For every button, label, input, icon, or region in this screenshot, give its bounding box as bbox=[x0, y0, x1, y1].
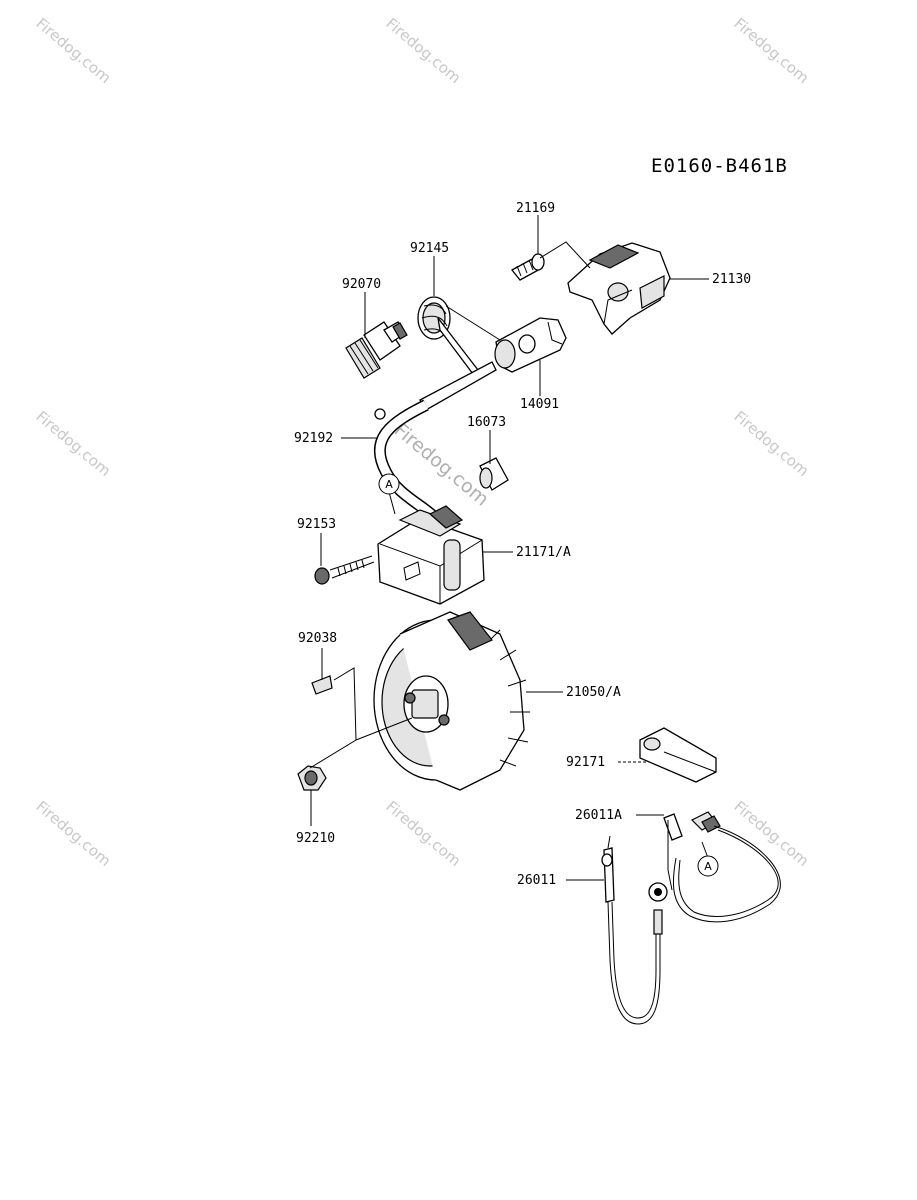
watermark: Firedog.com bbox=[730, 14, 812, 87]
part-label: 21171/A bbox=[516, 545, 571, 560]
part-label: 92171 bbox=[566, 755, 605, 770]
part-26011A-lead bbox=[663, 811, 781, 923]
part-label: 92153 bbox=[297, 517, 336, 532]
part-92210-nut bbox=[297, 765, 327, 791]
part-14091-boot bbox=[494, 317, 567, 373]
watermark: Firedog.com bbox=[32, 407, 114, 480]
part-21171A-coil bbox=[377, 505, 485, 605]
callout-letter: A bbox=[704, 860, 712, 873]
part-label: 26011A bbox=[575, 808, 622, 823]
part-label: 21169 bbox=[516, 201, 555, 216]
part-label: 21130 bbox=[712, 272, 751, 287]
part-label: 92210 bbox=[296, 831, 335, 846]
part-label: 92038 bbox=[298, 631, 337, 646]
part-92153-screw bbox=[314, 555, 375, 585]
watermark: Firedog.com bbox=[730, 797, 812, 870]
part-92070-spark-plug bbox=[345, 321, 408, 379]
callout-a-lead: A bbox=[697, 855, 719, 877]
watermark: Firedog.com bbox=[382, 797, 464, 870]
part-21169-spring bbox=[511, 253, 545, 281]
part-16073-spacer bbox=[479, 457, 509, 491]
part-label: 92070 bbox=[342, 277, 381, 292]
part-label: 14091 bbox=[520, 397, 559, 412]
part-label: 92145 bbox=[410, 241, 449, 256]
part-label: 26011 bbox=[517, 873, 556, 888]
part-label: 16073 bbox=[467, 415, 506, 430]
part-92171-holder bbox=[639, 727, 717, 783]
watermark: Firedog.com bbox=[730, 407, 812, 480]
callout-letter: A bbox=[385, 478, 393, 491]
part-92038-key bbox=[311, 675, 333, 695]
part-labels: 21169 92145 92070 21130 14091 92192 1607… bbox=[294, 201, 751, 888]
part-label: 21050/A bbox=[566, 685, 621, 700]
part-21130-cap bbox=[567, 242, 671, 335]
watermark: Firedog.com bbox=[32, 14, 114, 87]
leader-lines bbox=[309, 215, 709, 891]
part-21050A-flywheel bbox=[373, 611, 530, 791]
diagram-code: E0160-B461B bbox=[651, 155, 788, 177]
watermark: Firedog.com bbox=[382, 14, 464, 87]
watermark: Firedog.com bbox=[32, 797, 114, 870]
part-26011-lead bbox=[601, 835, 668, 1025]
part-label: 92192 bbox=[294, 431, 333, 446]
callout-a-coil: A bbox=[378, 473, 400, 495]
